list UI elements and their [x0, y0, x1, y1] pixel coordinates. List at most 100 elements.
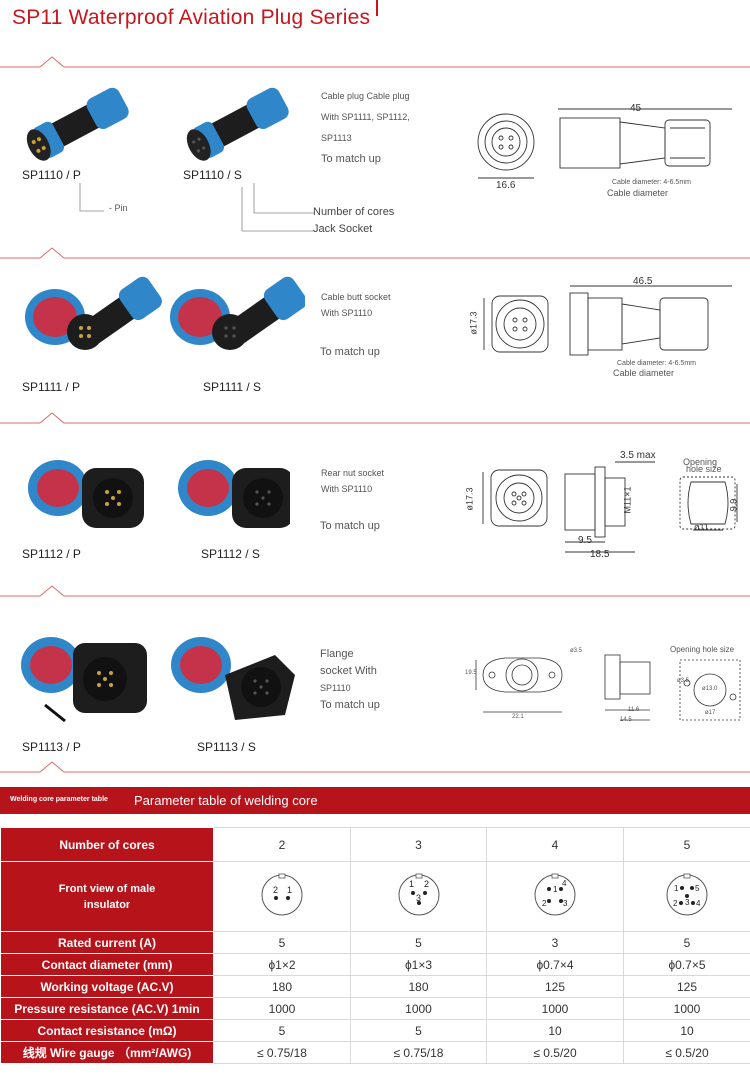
welding-small-title: Welding core parameter table	[10, 796, 108, 803]
table-cell: 5	[350, 1019, 487, 1042]
sp1110-description: Cable plug Cable plug With SP1111, SP111…	[321, 86, 410, 170]
table-row: Front view of male insulator 2 1 1 2 3	[0, 861, 750, 932]
insulator-2: 2 1	[213, 861, 351, 932]
sp1113-technical-drawing	[475, 654, 741, 721]
table-cell: 3	[486, 931, 624, 954]
drawing-d2: 14.5	[620, 717, 632, 723]
pin-label: 3	[685, 898, 690, 907]
desc-line: Cable butt socket	[321, 292, 391, 302]
desc-line: With SP1110	[321, 308, 373, 318]
pin-label: 2	[273, 885, 278, 895]
table-row: Rated current (A) 5 5 3 5	[0, 931, 750, 954]
drawing-d2: 18.5	[590, 549, 610, 560]
drawing-max: 3.5 max	[620, 450, 656, 461]
drawing-w: 22.1	[512, 714, 524, 720]
jack-annotation: Jack Socket	[313, 223, 373, 235]
row-label-working-voltage: Working voltage (AC.V)	[0, 975, 214, 998]
sp1113-plug-label: SP1113 / P	[22, 740, 81, 754]
separator-5	[0, 761, 750, 773]
table-cell: ≤ 0.75/18	[213, 1041, 351, 1064]
drawing-d1: 11.6	[628, 707, 640, 713]
sp1111-product-photo	[25, 276, 305, 350]
page-title: SP11 Waterproof Aviation Plug Series	[12, 6, 371, 29]
row-label-contact-resistance: Contact resistance (mΩ)	[0, 1019, 214, 1042]
sp1112-description: Rear nut socket With SP1110	[321, 465, 384, 497]
cores-annotation: Number of cores	[313, 206, 395, 218]
row-label-pressure-resistance: Pressure resistance (AC.V) 1min	[0, 997, 214, 1020]
table-cell: ϕ0.7×5	[623, 953, 750, 976]
table-cell: ϕ0.7×4	[486, 953, 624, 976]
insulator-2-diagram: 2 1	[261, 873, 303, 916]
desc-line: With SP1111, SP1112,	[321, 112, 410, 122]
desc-line: To match up	[320, 520, 380, 532]
drawing-width: 16.6	[496, 180, 516, 191]
pin-label: 1	[409, 879, 414, 889]
table-row: Working voltage (AC.V) 180 180 125 125	[0, 975, 750, 998]
desc-line: SP1110	[320, 683, 351, 693]
hole-d: ø13.0	[702, 686, 718, 692]
hole-l: ø17	[705, 710, 716, 716]
row-label-rated-current: Rated current (A)	[0, 931, 214, 954]
sp1110-technical-drawing	[477, 108, 732, 179]
cores-5: 5	[623, 827, 750, 862]
insulator-3: 1 2 3	[350, 861, 487, 932]
table-row: Contact diameter (mm) ϕ1×2 ϕ1×3 ϕ0.7×4 ϕ…	[0, 953, 750, 976]
drawing-d1: 9.5	[578, 535, 592, 546]
drawing-thread: M11×1	[622, 486, 633, 514]
pin-label: 1	[674, 884, 679, 893]
table-cell: 5	[623, 931, 750, 954]
cable-diameter-big: Cable diameter	[613, 368, 675, 378]
table-cell: 10	[623, 1019, 750, 1042]
cable-diameter-small: Cable diameter: 4-6.5mm	[612, 179, 691, 186]
table-cell: 5	[213, 931, 351, 954]
table-row: Number of cores 2 3 4 5	[0, 827, 750, 862]
sp1112-socket-label: SP1112 / S	[201, 547, 260, 561]
sp1113-description: Flange socket With SP1110 To match up	[320, 646, 380, 714]
cores-4: 4	[486, 827, 624, 862]
drawing-h: 19.5	[465, 670, 477, 676]
insulator-4: 1 4 2 3	[486, 861, 624, 932]
separator-3	[0, 412, 750, 424]
separator-1	[0, 56, 750, 68]
table-row: 线规 Wire gauge （mm²/AWG) ≤ 0.75/18 ≤ 0.75…	[0, 1041, 750, 1064]
table-cell: 10	[486, 1019, 624, 1042]
pin-label: 3	[416, 893, 421, 903]
table-cell: 5	[213, 1019, 351, 1042]
sp1111-plug-label: SP1111 / P	[22, 380, 81, 394]
table-cell: ≤ 0.5/20	[486, 1041, 624, 1064]
pin-label: 1	[553, 885, 558, 894]
welding-table-header-bar: Welding core parameter table Parameter t…	[0, 787, 750, 814]
desc-line: With SP1110	[321, 484, 373, 494]
table-cell: 180	[213, 975, 351, 998]
header-front-view: Front view of male insulator	[0, 861, 214, 932]
hole-title: Opening hole size	[670, 645, 735, 654]
drawing-length: 46.5	[633, 276, 653, 287]
table-cell: 125	[623, 975, 750, 998]
insulator-5: 1 5 2 3 4	[623, 861, 750, 932]
insulator-5-diagram: 1 5 2 3 4	[666, 873, 708, 916]
sp1110-plug-label: SP1110 / P	[22, 168, 81, 182]
desc-line: To match up	[320, 346, 380, 358]
cores-2: 2	[213, 827, 351, 862]
sp1111-description: Cable butt socket With SP1110	[321, 289, 391, 321]
hole-title-size: hole size	[686, 464, 722, 474]
drawing-hole: ø3.5	[570, 648, 583, 654]
table-cell: ≤ 0.75/18	[350, 1041, 487, 1064]
table-cell: 1000	[213, 997, 351, 1020]
sp1113-product-photo	[21, 637, 295, 723]
insulator-4-diagram: 1 4 2 3	[534, 873, 576, 916]
table-cell: ≤ 0.5/20	[623, 1041, 750, 1064]
cable-diameter-big: Cable diameter	[607, 188, 669, 198]
sp1112-match: To match up	[320, 516, 380, 537]
welding-title: Parameter table of welding core	[134, 793, 318, 808]
desc-line: Rear nut socket	[321, 468, 385, 478]
cable-diameter-small: Cable diameter: 4-6.5mm	[617, 360, 696, 367]
desc-line: Flange	[320, 648, 354, 660]
sp1112-plug-label: SP1112 / P	[22, 547, 81, 561]
desc-line: To match up	[320, 699, 380, 711]
pin-label: 3	[563, 899, 568, 908]
hole-s: ø3.5	[677, 678, 690, 684]
hole-diameter: ø11	[694, 522, 709, 532]
row-label-contact-diameter: Contact diameter (mm)	[0, 953, 214, 976]
pin-label: 2	[673, 899, 678, 908]
